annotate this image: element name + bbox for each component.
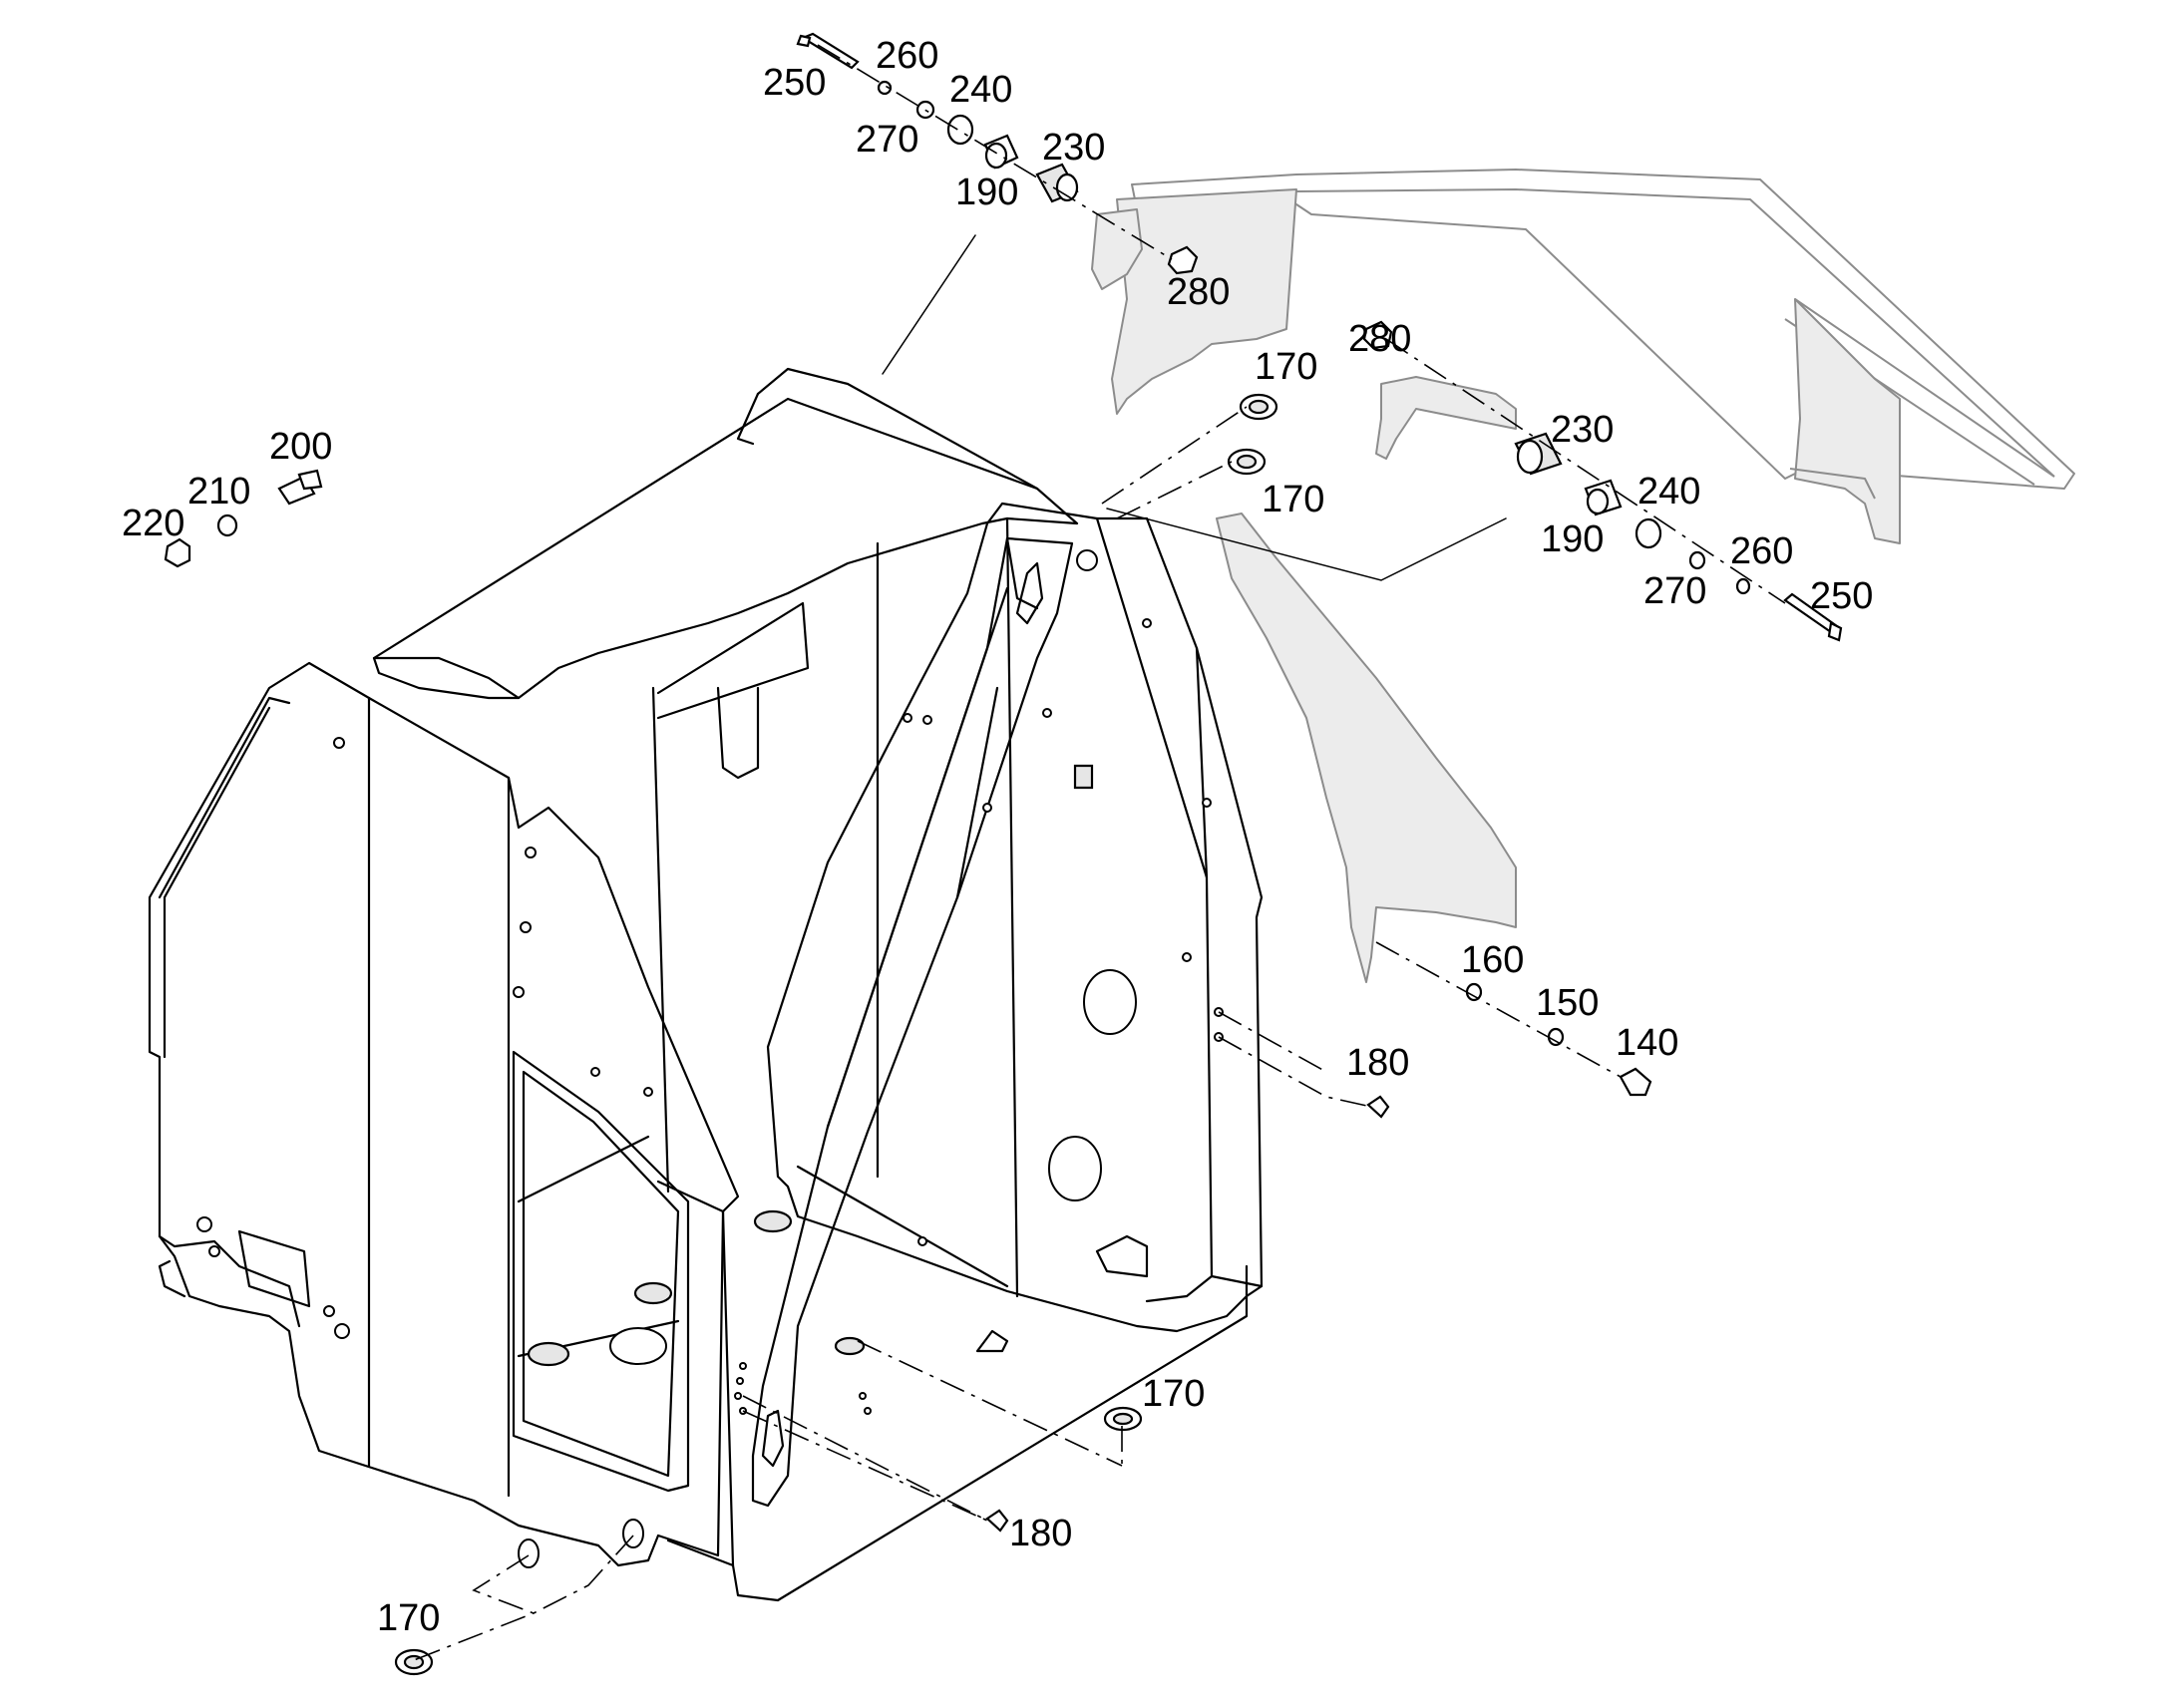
part-label-270: 270 — [856, 119, 918, 161]
part-label-230: 230 — [1551, 409, 1614, 451]
hardware-170-top — [1101, 393, 1278, 519]
part-label-180: 180 — [1346, 1042, 1409, 1084]
part-label-170: 170 — [1142, 1373, 1205, 1415]
part-label-250: 250 — [1810, 575, 1873, 617]
part-label-230: 230 — [1042, 127, 1105, 169]
part-label-180: 180 — [1009, 1513, 1072, 1554]
hardware-140-160 — [1375, 941, 1652, 1097]
part-label-190: 190 — [1541, 518, 1604, 560]
part-label-160: 160 — [1461, 939, 1524, 981]
part-label-260: 260 — [1730, 530, 1793, 572]
part-label-200: 200 — [269, 426, 332, 468]
part-label-240: 240 — [1637, 471, 1700, 512]
hardware-top-left — [796, 32, 1199, 275]
hardware-180 — [742, 1011, 1390, 1533]
part-labels: 250 260 240 270 230 190 280 170 170 280 … — [122, 35, 1873, 1639]
part-label-250: 250 — [763, 62, 826, 104]
part-label-240: 240 — [949, 69, 1012, 111]
part-label-260: 260 — [876, 35, 938, 77]
part-label-220: 220 — [122, 503, 184, 544]
hardware-right — [1362, 320, 1843, 642]
part-label-280: 280 — [1167, 271, 1230, 313]
hardware-170-bottom — [394, 1340, 1143, 1676]
part-label-150: 150 — [1536, 982, 1599, 1024]
ghost-left-bracket — [1091, 188, 1297, 415]
part-label-210: 210 — [187, 471, 250, 512]
part-label-140: 140 — [1616, 1022, 1678, 1064]
hardware-left — [164, 469, 323, 568]
part-label-270: 270 — [1643, 570, 1706, 612]
ghost-small-bracket — [1375, 376, 1517, 460]
part-label-170: 170 — [1262, 479, 1324, 520]
part-label-190: 190 — [955, 171, 1018, 213]
ghost-right-bracket — [1789, 298, 1901, 544]
main-frame — [148, 367, 1264, 1602]
leader-lines — [882, 234, 1507, 581]
part-label-170: 170 — [1255, 346, 1317, 388]
part-label-170: 170 — [377, 1597, 440, 1639]
ghost-side-panel — [1216, 512, 1517, 983]
part-label-280: 280 — [1348, 318, 1411, 360]
